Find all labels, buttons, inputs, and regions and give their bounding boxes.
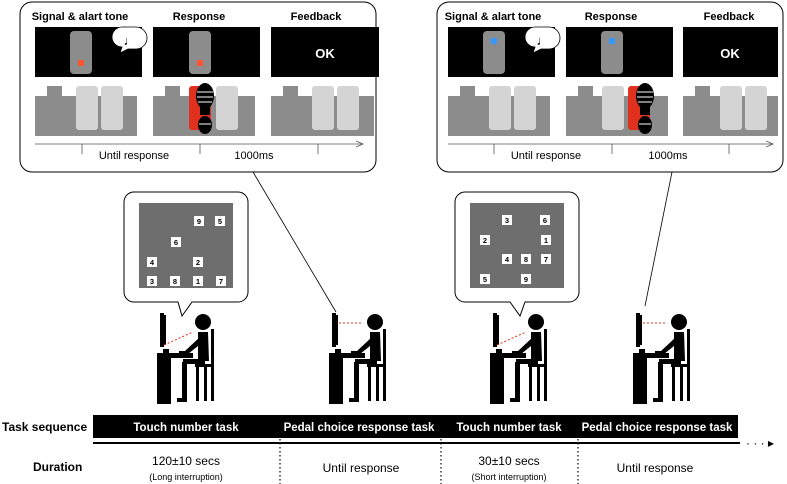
feedback-ok-text: OK: [315, 46, 335, 61]
segment-touch-number-2: Touch number task: [456, 422, 562, 434]
person-touch-left: [157, 313, 214, 404]
pedal-set-response: [153, 82, 255, 136]
number-tile-label: 7: [219, 277, 223, 286]
gaze-line: [163, 331, 194, 346]
svg-text:♩: ♩: [537, 33, 550, 48]
panel-title-signal: Signal & alart tone: [445, 11, 542, 23]
pedal-set-feedback: [271, 86, 374, 136]
number-tile-label: 3: [150, 277, 154, 286]
number-tile-label: 3: [505, 216, 509, 225]
number-tile[interactable]: [193, 257, 203, 267]
signal-light: [609, 38, 615, 44]
number-tile[interactable]: [502, 254, 512, 264]
number-tile[interactable]: [170, 276, 180, 286]
number-tile-label: 2: [483, 236, 487, 245]
pedal-set-signal: [35, 86, 137, 136]
number-tile-label: 4: [150, 258, 155, 267]
number-tile[interactable]: [502, 215, 512, 225]
signal-light: [197, 60, 203, 66]
task-sequence-bar: [93, 415, 738, 438]
trial-panel-right: Signal & alart tone Response Feedback ♩ …: [436, 1, 784, 173]
callout-line-left: [252, 171, 337, 313]
number-tile[interactable]: [147, 257, 157, 267]
touch-screen: [139, 203, 233, 288]
segment-touch-number-1: Touch number task: [133, 422, 239, 434]
signal-light-housing: [601, 31, 623, 74]
number-tile[interactable]: [480, 235, 490, 245]
number-tile-label: 5: [218, 217, 222, 226]
duration-touch-2: 30±10 secs: [478, 454, 539, 468]
timeline-right: [448, 140, 775, 154]
number-tile[interactable]: [480, 274, 490, 284]
duration-touch-1: 120±10 secs: [152, 454, 220, 468]
number-tile-label: 2: [196, 258, 200, 267]
duration-pedal-2: Until response: [617, 461, 694, 475]
alert-tone-icon: ♩: [111, 26, 148, 54]
panel-title-signal: Signal & alart tone: [32, 11, 129, 23]
number-tile[interactable]: [171, 237, 181, 247]
duration-touch-2-note: (Short interruption): [471, 472, 546, 482]
number-tile[interactable]: [521, 254, 531, 264]
pedal-set-signal: [448, 86, 550, 136]
number-tile-label: 8: [524, 255, 528, 264]
number-tile[interactable]: [215, 216, 225, 226]
number-tile-label: 6: [543, 216, 547, 225]
number-tile[interactable]: [216, 276, 226, 286]
number-tile-label: 8: [173, 277, 177, 286]
number-tile[interactable]: [540, 215, 550, 225]
timeline-left: [35, 140, 365, 154]
time-label-until-response: Until response: [99, 150, 169, 162]
signal-light-housing: [70, 31, 92, 74]
number-tile-label: 1: [196, 277, 200, 286]
number-tile[interactable]: [193, 276, 203, 286]
pedal-set-response: [566, 82, 668, 136]
number-tile-label: 9: [197, 217, 201, 226]
trial-panel-left: Signal & alart tone Response Feedback ♩ …: [19, 1, 379, 173]
feedback-screen: [683, 27, 778, 77]
gaze-line: [496, 331, 527, 346]
panel-title-response: Response: [173, 11, 226, 23]
number-tile[interactable]: [147, 276, 157, 286]
number-tile-label: 6: [174, 238, 178, 247]
number-tile[interactable]: [521, 274, 531, 284]
signal-light: [491, 38, 497, 44]
pedal-set-feedback: [683, 86, 778, 136]
panel-title-feedback: Feedback: [704, 11, 756, 23]
signal-light: [78, 60, 84, 66]
duration-pedal-1: Until response: [323, 461, 400, 475]
number-tile-label: 9: [524, 275, 528, 284]
number-tile[interactable]: [194, 216, 204, 226]
person-touch-right: [490, 313, 547, 404]
alert-tone-icon: ♩: [524, 26, 561, 54]
touch-bubble-right: 3 6 2 1 4 8 7 5 9: [454, 191, 580, 318]
signal-light-housing: [189, 31, 211, 74]
panel-title-feedback: Feedback: [291, 11, 343, 23]
panel-title-response: Response: [585, 11, 638, 23]
svg-text:♩: ♩: [124, 33, 137, 48]
task-sequence-label: Task sequence: [2, 420, 87, 434]
touch-bubble-left: 9 5 6 4 2 3 8 1 7: [123, 191, 249, 318]
time-label-1000ms: 1000ms: [234, 150, 274, 162]
duration-label: Duration: [33, 460, 82, 474]
number-tile-label: 1: [544, 236, 548, 245]
time-label-until-response: Until response: [511, 150, 581, 162]
signal-light-housing: [483, 31, 505, 74]
number-tile[interactable]: [541, 235, 551, 245]
time-axis-continuation: · · · ▸: [746, 436, 774, 450]
number-tile[interactable]: [541, 254, 551, 264]
number-tile-label: 5: [483, 275, 487, 284]
number-tile-label: 7: [544, 255, 548, 264]
callout-line-right: [644, 171, 673, 307]
person-pedal-right: [633, 313, 690, 404]
segment-pedal-choice-2: Pedal choice response task: [582, 422, 733, 434]
feedback-ok-text: OK: [720, 46, 740, 61]
segment-dividers: [279, 415, 579, 484]
time-label-1000ms: 1000ms: [648, 150, 688, 162]
segment-pedal-choice-1: Pedal choice response task: [284, 422, 435, 434]
person-pedal-left: [329, 313, 386, 404]
number-tile-label: 4: [505, 255, 510, 264]
duration-touch-1-note: (Long interruption): [149, 472, 223, 482]
feedback-screen: [271, 27, 379, 77]
